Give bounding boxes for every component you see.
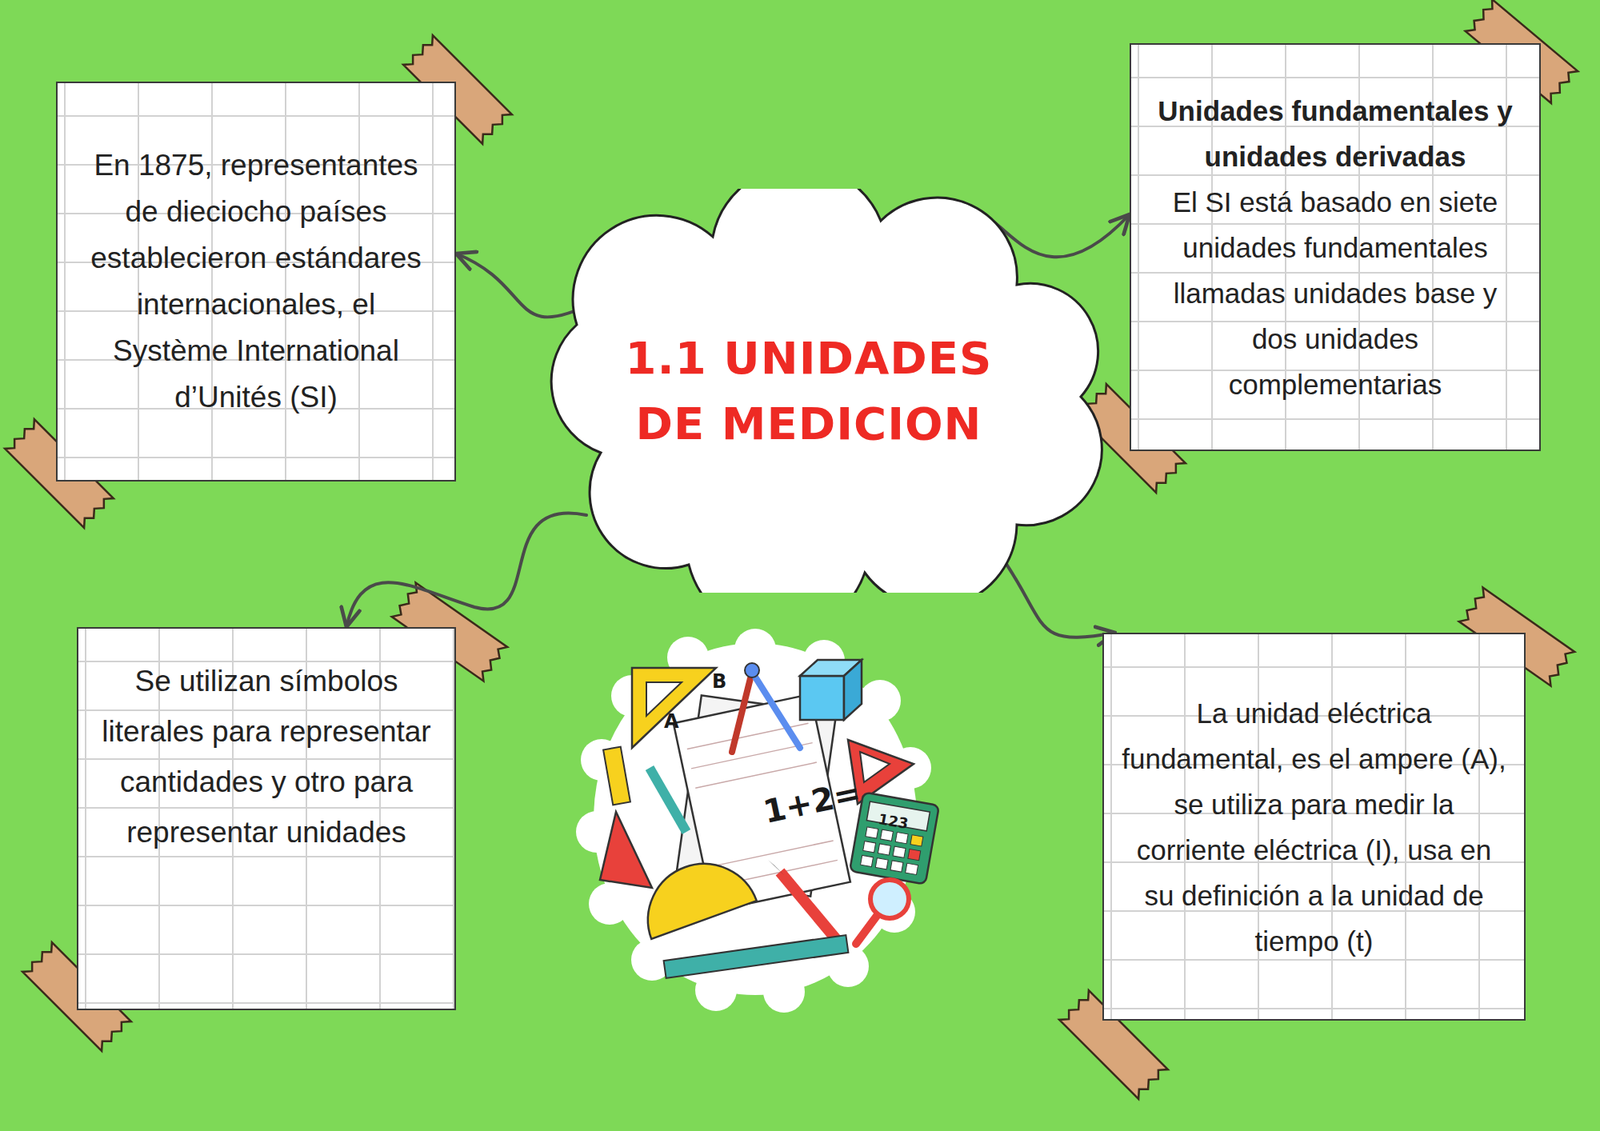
- left-triangle: [600, 812, 652, 888]
- tape-pieces: [4, 0, 1578, 1100]
- ruler: [664, 935, 849, 979]
- note-card: La unidad eléctrica fundamental, es el a…: [1102, 632, 1526, 1021]
- compass: [732, 663, 800, 752]
- cube: [800, 660, 862, 720]
- note-text: El SI está basado en siete unidades fund…: [1148, 179, 1522, 408]
- cloud-shape: [551, 188, 1102, 593]
- cloud-outline: [504, 188, 1113, 593]
- note-text: La unidad eléctrica fundamental, es el a…: [1121, 690, 1507, 964]
- curved-arrow: [995, 548, 1116, 638]
- calculator-display: 123: [876, 810, 910, 832]
- note-text: En 1875, representantes de dieciocho paí…: [75, 142, 437, 421]
- teal-pencil: [649, 768, 687, 832]
- illustration-scallops: [576, 628, 933, 1013]
- central-cloud: 1.1 UNIDADES DE MEDICION: [504, 188, 1113, 593]
- paper-sum: 1+2=: [760, 773, 864, 831]
- note-heading: Unidades fundamentales y unidades deriva…: [1148, 88, 1522, 180]
- school-illustration: [576, 628, 940, 1013]
- triangle-hole: [860, 752, 890, 783]
- red-pencil: [768, 860, 840, 944]
- vertex-letter: A: [664, 710, 680, 733]
- marker: [603, 747, 631, 806]
- cloud-title: 1.1 UNIDADES DE MEDICION: [584, 325, 1033, 456]
- vertex-letter: B: [712, 670, 727, 693]
- magnifier: [856, 880, 909, 944]
- note-card: Se utilizan símbolos literales para repr…: [76, 627, 456, 1011]
- note-text: Se utilizan símbolos literales para repr…: [96, 656, 437, 858]
- protractor: [632, 848, 756, 940]
- calculator: [849, 792, 940, 884]
- note-card: Unidades fundamentales y unidades deriva…: [1129, 43, 1541, 452]
- note-card: En 1875, representantes de dieciocho paí…: [56, 81, 456, 482]
- curved-arrow: [346, 512, 587, 628]
